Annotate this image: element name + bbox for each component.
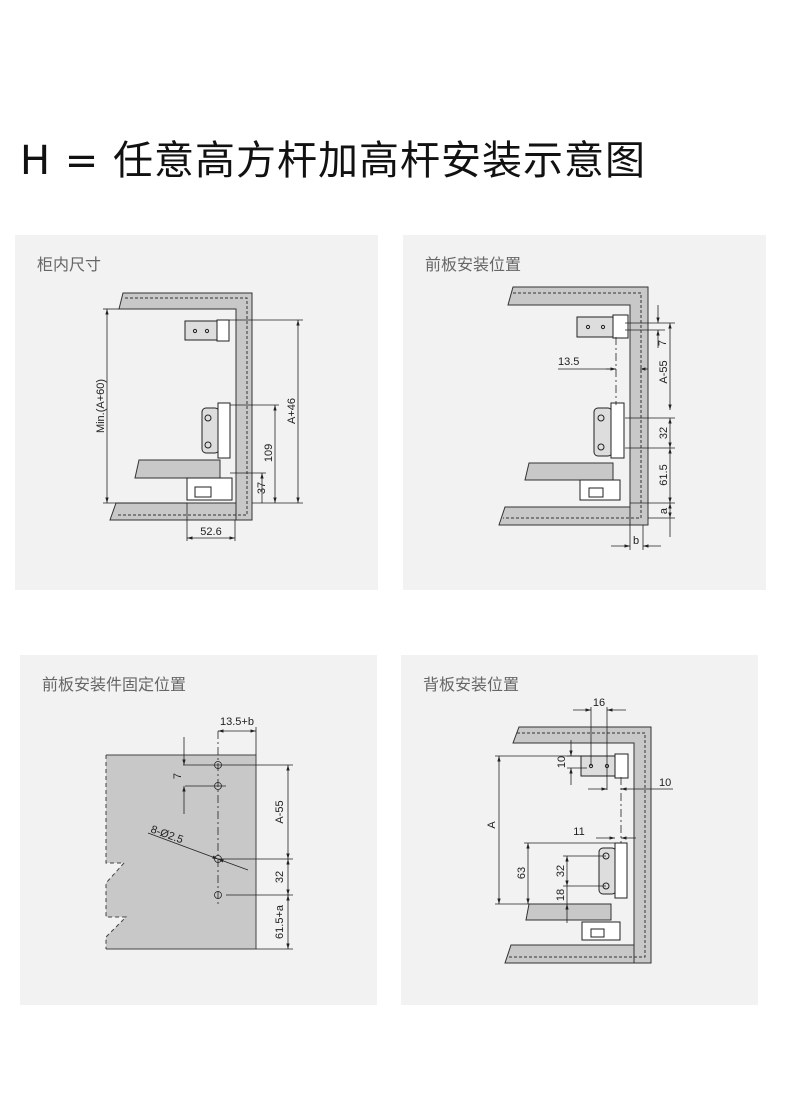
cabinet-boards bbox=[109, 292, 253, 521]
dim-63: 63 bbox=[516, 867, 528, 879]
dim-37: 37 bbox=[256, 482, 268, 494]
dim-61-5-plus-a: 61.5+a bbox=[274, 904, 286, 939]
panel-cabinet-inner-dimensions: 柜内尺寸 Min.(A+60) A+46 109 37 5 bbox=[15, 235, 378, 590]
runner bbox=[186, 477, 233, 501]
dim-a: A bbox=[486, 821, 498, 829]
front-panel-board bbox=[106, 755, 256, 949]
front-panel-diagram: 13.5 7 A-55 32 61.5 a b bbox=[498, 286, 675, 550]
panel-back-panel-position: 背板安装位置 16 10 1 bbox=[401, 655, 758, 1005]
cabinet-inner-diagram: Min.(A+60) A+46 109 37 52.6 bbox=[95, 292, 303, 541]
dim-7: 7 bbox=[172, 773, 184, 779]
dim-a-minus-55: A-55 bbox=[274, 800, 286, 823]
upper-bracket bbox=[184, 319, 230, 342]
dim-a-plus-46: A+46 bbox=[286, 398, 298, 424]
panel-label: 柜内尺寸 bbox=[37, 255, 102, 274]
panel-front-panel-position: 前板安装位置 13.5 7 A-55 bbox=[403, 235, 766, 590]
dim-13-5-plus-b: 13.5+b bbox=[220, 716, 254, 728]
dim-61-5: 61.5 bbox=[658, 464, 670, 485]
dim-7: 7 bbox=[657, 340, 669, 346]
panel-label: 前板安装位置 bbox=[425, 255, 522, 274]
dim-11: 11 bbox=[573, 826, 584, 838]
dim-a-minus-55: A-55 bbox=[658, 360, 670, 383]
dim-52-6: 52.6 bbox=[200, 526, 221, 538]
dim-109: 109 bbox=[263, 444, 275, 462]
hinge-plate bbox=[201, 402, 231, 459]
dim-32: 32 bbox=[555, 865, 567, 877]
dim-32: 32 bbox=[274, 871, 286, 883]
dim-32: 32 bbox=[658, 427, 670, 439]
back-panel-diagram: 16 10 10 A 11 63 32 18 bbox=[486, 697, 673, 964]
drawer-side bbox=[134, 459, 221, 479]
dim-16: 16 bbox=[593, 697, 605, 709]
dim-a: a bbox=[658, 507, 670, 514]
panel-label: 前板安装件固定位置 bbox=[42, 675, 187, 694]
dim-10-horizontal: 10 bbox=[659, 777, 671, 789]
panel-front-fitting-position: 前板安装件固定位置 13.5+b 7 A-55 32 61.5+a 8-Ø2.5 bbox=[20, 655, 377, 1005]
front-fitting-diagram: 13.5+b 7 A-55 32 61.5+a 8-Ø2.5 bbox=[105, 716, 293, 950]
dim-13-5: 13.5 bbox=[558, 356, 579, 368]
dim-18: 18 bbox=[555, 889, 567, 901]
dim-b: b bbox=[633, 535, 639, 547]
dim-10-vertical: 10 bbox=[556, 756, 568, 768]
panel-label: 背板安装位置 bbox=[423, 675, 520, 694]
page-title: H = 任意高方杆加高杆安装示意图 bbox=[20, 138, 647, 184]
dim-min-height: Min.(A+60) bbox=[95, 379, 107, 433]
